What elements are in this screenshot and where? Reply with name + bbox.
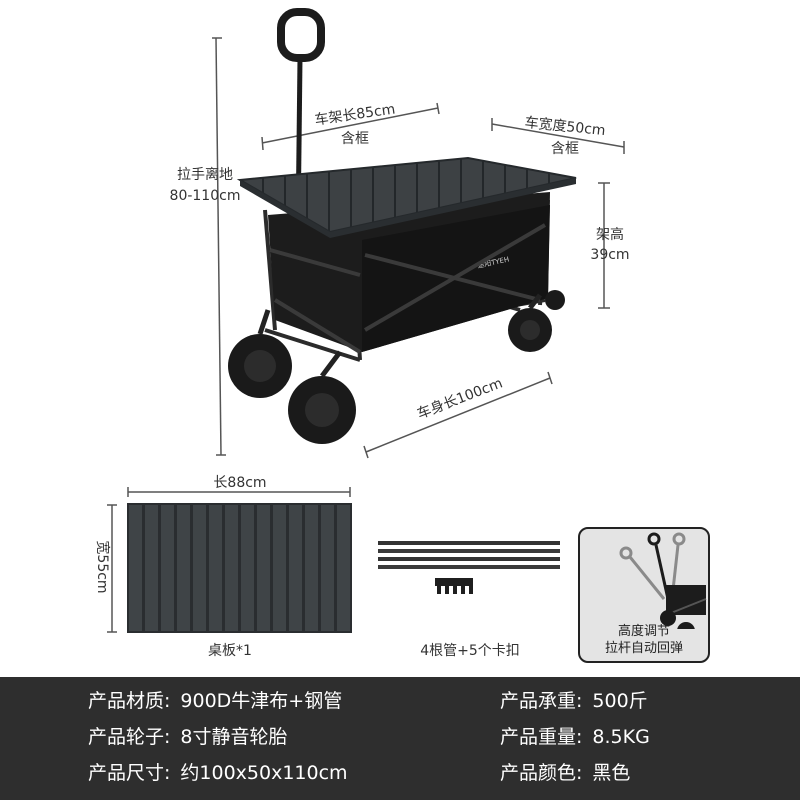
- wagon-wheels: [228, 290, 565, 444]
- spec-wheels-key: 产品轮子:: [88, 726, 171, 748]
- spec-color-key: 产品颜色:: [500, 762, 583, 784]
- spec-panel: 产品材质: 900D牛津布+钢管 产品轮子: 8寸静音轮胎 产品尺寸: 约100x50…: [0, 677, 800, 800]
- frame-length-line: [261, 107, 439, 144]
- spec-color: 产品颜色: 黑色: [500, 761, 630, 785]
- spec-wheels-value: 8寸静音轮胎: [180, 726, 288, 748]
- width-line: [491, 123, 625, 148]
- spec-weight-value: 8.5KG: [592, 726, 650, 748]
- spec-weight-key: 产品重量:: [500, 726, 583, 748]
- spec-color-value: 黑色: [592, 762, 631, 784]
- handle-height-title: 拉手离地: [177, 167, 233, 183]
- dimension-lines: [212, 37, 625, 459]
- table-board: [107, 487, 352, 633]
- body-length-line: [365, 377, 551, 453]
- spec-wheels: 产品轮子: 8寸静音轮胎: [88, 725, 288, 749]
- spec-material-key: 产品材质:: [88, 690, 171, 712]
- inset-line-2: 拉杆自动回弹: [604, 641, 683, 656]
- tubes-and-clips: [378, 541, 560, 594]
- frame-length-note: 含框: [341, 131, 369, 147]
- inset-line-1: 高度调节: [617, 624, 670, 639]
- board-caption: 桌板*1: [208, 643, 252, 659]
- handle-adjust-illustration: [619, 532, 707, 640]
- spec-load: 产品承重: 500斤: [500, 689, 648, 713]
- handle-height-value: 80-110cm: [169, 188, 241, 204]
- spec-load-value: 500斤: [592, 690, 648, 712]
- width-note: 含框: [551, 141, 579, 157]
- spec-size: 产品尺寸: 约100x50x110cm: [88, 761, 348, 785]
- handle-height-line: [215, 37, 222, 456]
- handle-adjust-inset: 高度调节 拉杆自动回弹: [578, 527, 710, 663]
- wagon-illustration: 途阳TYEH: [107, 8, 625, 633]
- tubes-caption: 4根管+5个卡扣: [420, 643, 520, 659]
- spec-material-value: 900D牛津布+钢管: [180, 690, 343, 712]
- frame-height-value: 39cm: [590, 247, 630, 263]
- spec-material: 产品材质: 900D牛津布+钢管: [88, 689, 342, 713]
- board-length-label: 长88cm: [213, 475, 267, 491]
- spec-size-value: 约100x50x110cm: [180, 762, 348, 784]
- frame-height-title: 架高: [596, 227, 624, 243]
- board-width-label: 宽55cm: [94, 540, 110, 594]
- spec-size-key: 产品尺寸:: [88, 762, 171, 784]
- spec-load-key: 产品承重:: [500, 690, 583, 712]
- spec-weight: 产品重量: 8.5KG: [500, 725, 650, 749]
